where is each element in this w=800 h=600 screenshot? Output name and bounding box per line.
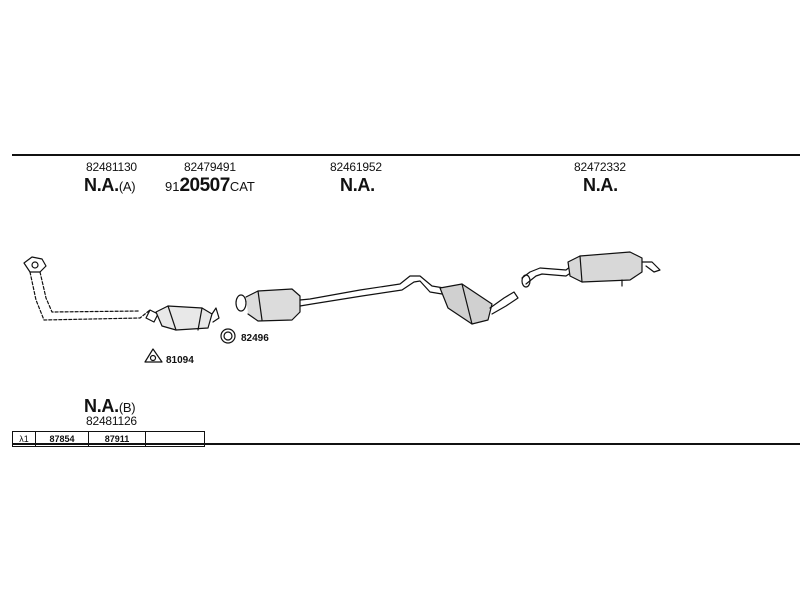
status-middle-silencer: N.A. [340,175,375,195]
status-bottom-part-text: N.A. [84,396,119,416]
catalyst-code-main: 20507 [179,175,230,196]
part-number-front-pipe: 82481130 [86,160,137,174]
gasket-ring-drawing [220,328,236,344]
catalyst-code: 9120507CAT [165,175,255,197]
reference-table: λ1 87854 87911 [12,431,205,447]
part-number-gasket-triangle: 81094 [166,355,194,366]
status-front-pipe: N.A.(A) [84,175,136,196]
status-front-pipe-text: N.A. [84,175,119,195]
middle-silencer-drawing [235,275,445,322]
catalyst-code-suffix: CAT [229,179,255,194]
gasket-triangle-drawing [144,348,163,363]
part-number-middle-silencer: 82461952 [330,160,382,174]
catalyst-drawing [155,305,220,331]
part-number-gasket-ring: 82496 [241,333,269,344]
bottom-divider-line [12,443,800,445]
status-bottom-part-suffix: (B) [118,400,136,415]
ref-table-cell: 87911 [89,432,146,446]
rear-silencer-drawing [521,251,661,288]
status-rear-silencer: N.A. [583,175,618,195]
center-box-drawing [439,283,519,325]
catalyst-code-prefix: 91 [165,179,180,194]
part-number-bottom-part: 82481126 [86,414,137,428]
front-pipe-drawing [23,256,159,323]
ref-table-cell [146,432,204,446]
part-number-rear-silencer: 82472332 [574,160,626,174]
status-bottom-part: N.A.(B) [84,396,136,417]
status-front-pipe-suffix: (A) [118,179,136,194]
top-divider-line [12,154,800,156]
ref-table-cell: 87854 [36,432,89,446]
part-number-catalyst: 82479491 [184,160,236,174]
ref-table-symbol: λ1 [13,432,36,446]
